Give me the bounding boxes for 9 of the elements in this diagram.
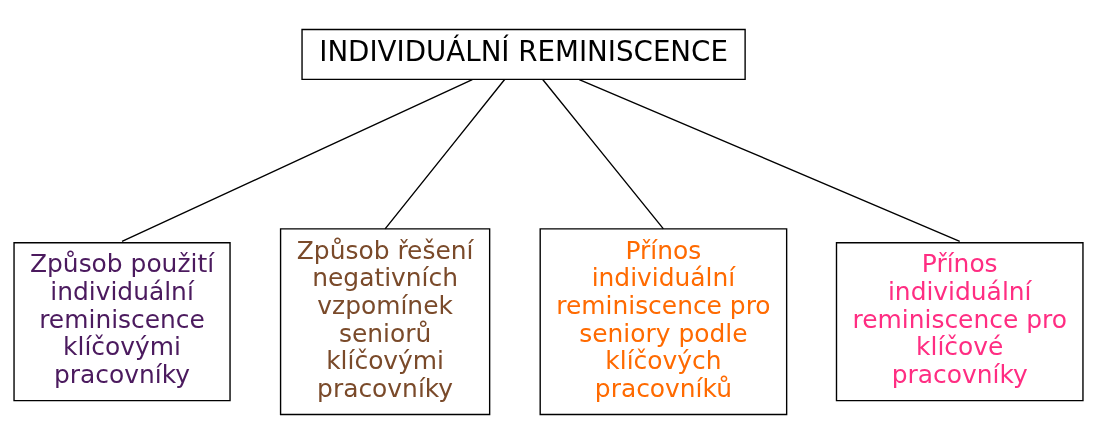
connector	[121, 78, 473, 243]
node-box: Způsob řešení negativních vzpomínek seniorů klíčovými pracovníky	[279, 228, 491, 416]
node-box: INDIVIDUÁLNÍ REMINISCENCE	[301, 28, 746, 81]
connector	[578, 78, 961, 243]
connector	[542, 78, 665, 230]
node-box: Přínos individuální reminiscence pro seniory podle klíčových pracovníků	[539, 228, 788, 416]
node-box: Způsob použití individuální reminiscence klíčovými pracovníky	[13, 242, 231, 402]
node-box: Přínos individuální reminiscence pro klíčové pracovníky	[835, 242, 1084, 402]
connector	[384, 78, 506, 230]
